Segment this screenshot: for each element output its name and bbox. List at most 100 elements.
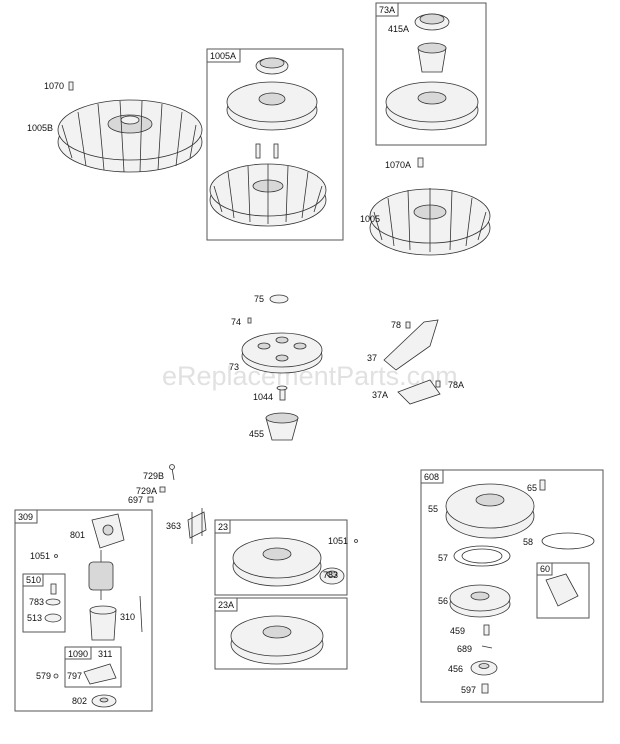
pulley-56 [449,584,511,618]
label-363: 363 [166,521,181,531]
flywheel-1005 [369,188,491,256]
armature-309 [88,550,114,600]
box-73a [375,2,487,146]
box-label-23: 23 [218,522,228,532]
ring-gear-23a [230,615,324,665]
gear-783a [45,598,61,606]
label-459: 459 [450,626,465,636]
box-1090 [64,646,122,688]
label-1005b: 1005B [27,123,53,133]
box-label-60: 60 [540,564,550,574]
label-697: 697 [128,495,143,505]
spring-689 [481,645,493,649]
label-310: 310 [120,612,135,622]
label-65: 65 [527,483,537,493]
label-797: 797 [67,671,82,681]
washer-1051a [54,554,58,558]
cup-1005a [255,57,289,75]
cup-415a [414,13,450,31]
spring-57 [453,545,511,567]
guard-37 [383,319,439,371]
label-689: 689 [457,644,472,654]
bracket-363 [187,508,207,544]
label-1051a: 1051 [30,551,50,561]
end-cap-801 [91,513,125,549]
guard-37a [397,379,441,405]
screen-1005a [226,81,318,131]
box-label-309: 309 [18,512,33,522]
label-801: 801 [70,530,85,540]
flywheel-1005a [209,143,327,227]
spring-510 [50,583,57,595]
box-label-1005a: 1005A [210,51,236,61]
plate-73 [241,332,323,374]
label-1051b: 1051 [328,536,348,546]
label-783a: 783 [29,597,44,607]
label-37a: 37A [372,390,388,400]
screw-78a [435,380,441,388]
washer-1051b [354,539,358,543]
clip-729a [159,486,166,493]
label-729a: 729A [136,486,157,496]
label-1070: 1070 [44,81,64,91]
label-455: 455 [249,429,264,439]
pinion-513 [44,613,62,623]
label-1044: 1044 [253,392,273,402]
box-label-608: 608 [424,472,439,482]
label-78: 78 [391,320,401,330]
box-label-23a: 23A [218,600,234,610]
screw-65 [539,479,546,491]
screw-1044 [276,385,288,401]
label-56: 56 [438,596,448,606]
screw-1070 [68,81,74,91]
box-60 [536,562,590,619]
box-23 [214,519,348,596]
washer-75 [269,294,289,304]
label-513: 513 [27,613,42,623]
label-597: 597 [461,685,476,695]
cam-456 [470,660,498,676]
box-608 [420,469,604,703]
label-783b: 783 [323,570,338,580]
box-1005a [206,48,344,241]
label-75: 75 [254,294,264,304]
flywheel-1005b [57,99,203,173]
box-23a [214,597,348,670]
label-55: 55 [428,504,438,514]
label-1005: 1005 [360,214,380,224]
screw-78 [405,321,411,329]
label-74: 74 [231,317,241,327]
label-73: 73 [229,362,239,372]
label-579: 579 [36,671,51,681]
box-label-73a: 73A [379,5,395,15]
hub-73a [417,42,447,73]
label-456: 456 [448,664,463,674]
box-510 [22,573,66,633]
screw-1070a [417,157,424,168]
label-57: 57 [438,553,448,563]
gear-783b [319,567,345,585]
label-1070a: 1070A [385,160,411,170]
end-plate-802 [91,694,117,708]
nut-697 [147,496,154,503]
ring-gear-23 [232,537,322,587]
recoil-housing-55 [445,483,535,539]
brush-plate-797 [83,663,117,685]
screen-73a [385,81,479,131]
label-78a: 78A [448,380,464,390]
screw-579 [53,673,59,679]
bolt-310 [139,595,143,633]
label-37: 37 [367,353,377,363]
handle-60 [545,573,579,607]
cup-455 [265,412,299,441]
label-802: 802 [72,696,87,706]
rope-58 [541,532,595,550]
terminal-729b [169,464,175,481]
label-729b: 729B [143,471,164,481]
box-309 [14,509,153,712]
pin-74 [247,317,252,324]
screw-597 [481,683,489,694]
pawl-459 [483,624,490,636]
label-311: 311 [98,649,112,659]
